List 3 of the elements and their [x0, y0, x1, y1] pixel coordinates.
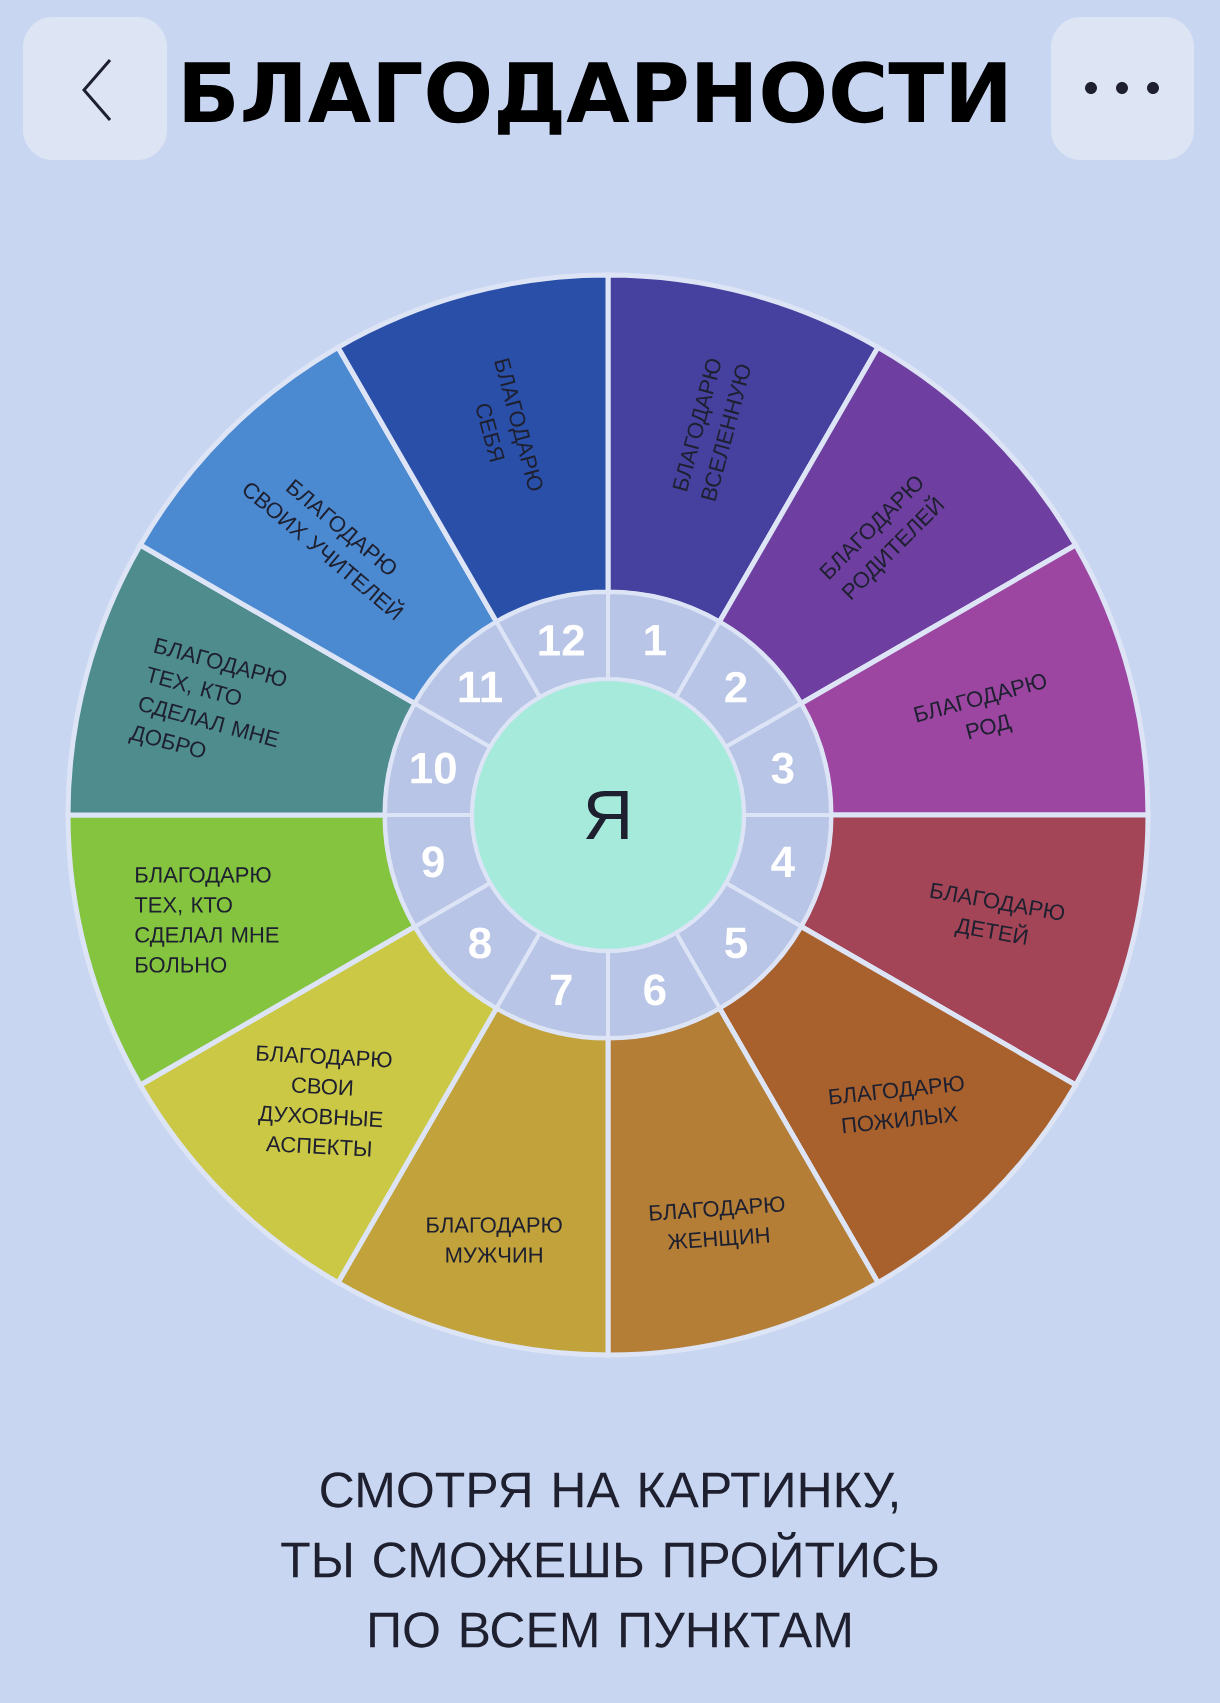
title: БЛАГОДАРНОСТИ: [184, 61, 1006, 135]
numbered-ring-segment: 7: [494, 930, 610, 1040]
caption: СМОТРЯ НА КАРТИНКУ, ТЫ СМОЖЕШЬ ПРОЙТИСЬ ПО ВСЕМ ПУНКТАМ: [281, 1472, 938, 1648]
